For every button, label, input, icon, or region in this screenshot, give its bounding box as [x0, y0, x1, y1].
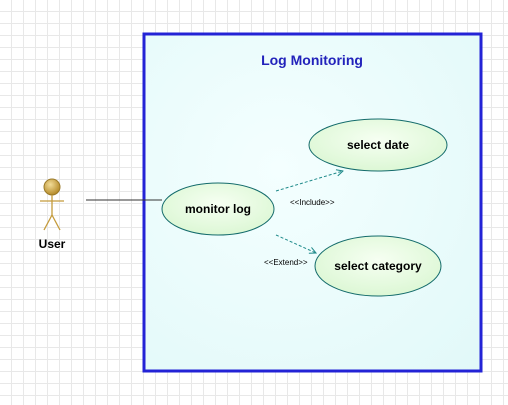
usecase-monitor-log[interactable]: monitor log — [161, 182, 275, 236]
extend-arrow[interactable] — [275, 234, 316, 253]
usecase-select-category-label: select category — [334, 259, 422, 273]
system-title: Log Monitoring — [261, 52, 363, 68]
usecase-select-category[interactable]: select category — [314, 235, 442, 297]
usecase-select-date-label: select date — [347, 138, 409, 152]
actor-body-icon — [40, 195, 64, 231]
include-arrow[interactable] — [275, 171, 343, 192]
actor-user[interactable]: User — [39, 178, 66, 251]
usecase-monitor-log-label: monitor log — [185, 202, 251, 216]
include-label: <<Include>> — [290, 198, 335, 207]
actor-head-icon — [43, 178, 61, 196]
usecase-select-date[interactable]: select date — [308, 118, 448, 172]
extend-label: <<Extend>> — [264, 258, 308, 267]
actor-label: User — [39, 237, 66, 251]
